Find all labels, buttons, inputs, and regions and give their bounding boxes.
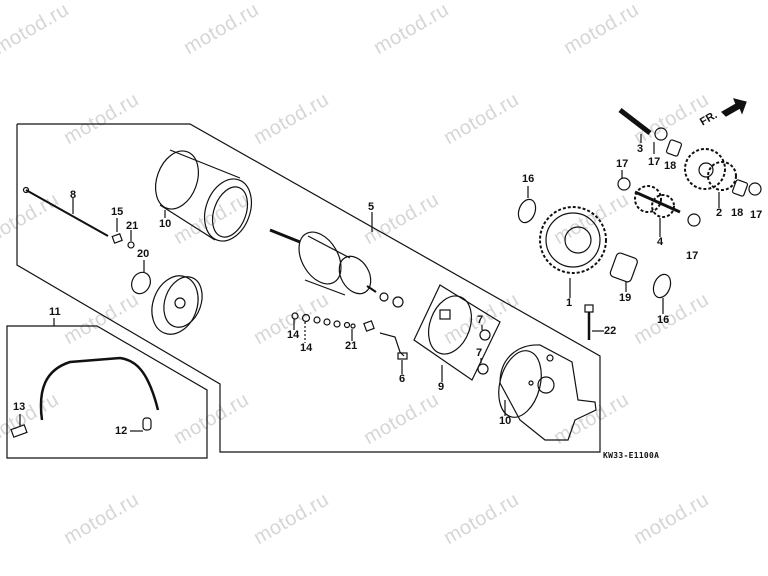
through-bolt-icon <box>22 186 109 237</box>
terminal-cover-icon <box>10 424 28 438</box>
thrust-washer-icon <box>517 198 537 224</box>
callout-15[interactable]: 15 <box>111 206 124 218</box>
callout-18[interactable]: 18 <box>731 207 744 219</box>
washer-icon <box>127 241 135 249</box>
motor-case-icon <box>154 149 252 242</box>
washer-icon <box>617 177 631 191</box>
needle-bearing-icon <box>665 139 683 157</box>
callout-6[interactable]: 6 <box>399 373 406 385</box>
washer-icon <box>654 127 668 141</box>
washer-icon <box>687 213 701 227</box>
thrust-washer-icon <box>652 273 672 299</box>
callout-21[interactable]: 21 <box>345 340 358 352</box>
callout-17[interactable]: 17 <box>686 250 699 262</box>
drawing-code: KW33-E1100A <box>603 451 660 460</box>
starter-cable-icon <box>39 356 160 421</box>
shaft-icon <box>618 108 652 135</box>
callout-4[interactable]: 4 <box>657 236 664 248</box>
brush-holder-icon <box>413 284 501 381</box>
callout-8[interactable]: 8 <box>70 189 77 201</box>
o-ring-icon <box>131 271 151 295</box>
callout-16[interactable]: 16 <box>522 173 535 185</box>
needle-bearing-icon <box>609 252 638 283</box>
brush-spring-icon <box>477 363 489 375</box>
driven-gear-icon <box>539 206 607 274</box>
callout-22[interactable]: 22 <box>604 325 617 337</box>
callout-10[interactable]: 10 <box>499 415 512 427</box>
callout-21[interactable]: 21 <box>126 220 139 232</box>
washer-icon <box>748 182 762 196</box>
brush-spring-icon <box>479 329 491 341</box>
terminal-parts-icon <box>291 312 356 329</box>
rear-cover-icon <box>151 275 203 335</box>
callout-11[interactable]: 11 <box>49 306 61 318</box>
assembly-outline <box>17 123 601 453</box>
callout-13[interactable]: 13 <box>13 401 26 413</box>
callout-20[interactable]: 20 <box>137 248 150 260</box>
callout-7[interactable]: 7 <box>476 347 483 359</box>
needle-bearing-icon <box>731 179 749 197</box>
callout-2[interactable]: 2 <box>716 207 723 219</box>
callout-7[interactable]: 7 <box>477 314 484 326</box>
callout-5[interactable]: 5 <box>368 201 375 213</box>
callout-3[interactable]: 3 <box>637 143 644 155</box>
nut-icon <box>111 233 123 244</box>
armature-icon <box>269 228 377 296</box>
callout-10[interactable]: 10 <box>159 218 172 230</box>
callout-17[interactable]: 17 <box>750 209 763 221</box>
callout-18[interactable]: 18 <box>664 160 677 172</box>
callout-1[interactable]: 1 <box>566 297 573 309</box>
callout-16[interactable]: 16 <box>657 314 670 326</box>
callout-14[interactable]: 14 <box>300 342 313 354</box>
cable-kit-outline <box>6 325 208 459</box>
callout-12[interactable]: 12 <box>115 425 128 437</box>
front-direction-arrow-icon <box>721 98 747 117</box>
callout-9[interactable]: 9 <box>438 381 445 393</box>
callout-17[interactable]: 17 <box>616 158 629 170</box>
reduction-gear-icon <box>684 148 737 191</box>
bolt-icon <box>584 304 594 340</box>
callout-14[interactable]: 14 <box>287 329 300 341</box>
callout-17[interactable]: 17 <box>648 156 661 168</box>
idle-gear-icon <box>634 185 681 218</box>
terminal-bolt-icon <box>363 320 408 360</box>
terminal-nut-icon <box>142 417 152 431</box>
callout-19[interactable]: 19 <box>619 292 632 304</box>
front-cover-icon <box>498 344 597 441</box>
